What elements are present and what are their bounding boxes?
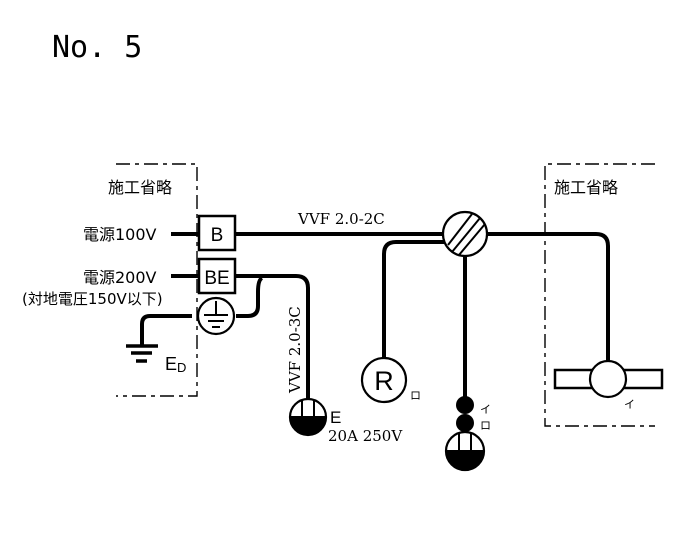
earth-ground-icon: [126, 344, 158, 363]
breaker-b: [197, 214, 237, 252]
switch-i-label: イ: [480, 403, 491, 416]
source-200v-label: 電源200V: [83, 268, 157, 287]
receptacle-lamp-icon: R: [360, 356, 408, 404]
omitted-area-left: [116, 163, 198, 397]
outlet-icon: [444, 430, 486, 472]
omitted-label-right: 施工省略: [554, 178, 618, 197]
fluorescent-lamp-label: イ: [624, 398, 635, 411]
cable-200v-label: VVF 2.0-3C: [286, 306, 304, 394]
outlet-earth-mark: E: [330, 408, 341, 427]
ground-terminal-icon: [196, 296, 236, 336]
outlet-200v-icon: [288, 397, 328, 437]
switch-i-icon: [456, 396, 474, 414]
outlet-rating: 20A 250V: [328, 427, 403, 445]
fluorescent-lamp-icon: [553, 359, 664, 399]
ground-type-main: E: [165, 354, 177, 374]
receptacle-lamp-label: ロ: [410, 389, 421, 402]
breaker-b-label: B: [211, 225, 224, 246]
receptacle-lamp-symbol: R: [374, 366, 394, 396]
cable-main-label: VVF 2.0-2C: [297, 210, 385, 228]
switch-ro-icon: [456, 414, 474, 432]
source-200v-note: (対地電圧150V以下): [22, 290, 163, 308]
wire-to-receptacle-lamp: [382, 240, 446, 358]
breaker-be-label: BE: [204, 268, 229, 289]
junction-box-icon: [441, 210, 489, 258]
omitted-area-right: [544, 163, 655, 427]
wire-to-fluorescent: [488, 232, 610, 362]
wire-200v-3c: [235, 274, 310, 400]
omitted-label-left: 施工省略: [108, 178, 172, 197]
switch-ro-label: ロ: [480, 419, 491, 432]
ground-type-sub: D: [177, 360, 186, 375]
problem-title: No. 5: [52, 30, 142, 65]
breaker-be: [197, 257, 237, 295]
ground-type-label: ED: [165, 354, 186, 375]
source-100v-label: 電源100V: [83, 225, 157, 244]
wire-to-earth: [140, 314, 192, 345]
wire-be-ground-link: [236, 276, 264, 318]
